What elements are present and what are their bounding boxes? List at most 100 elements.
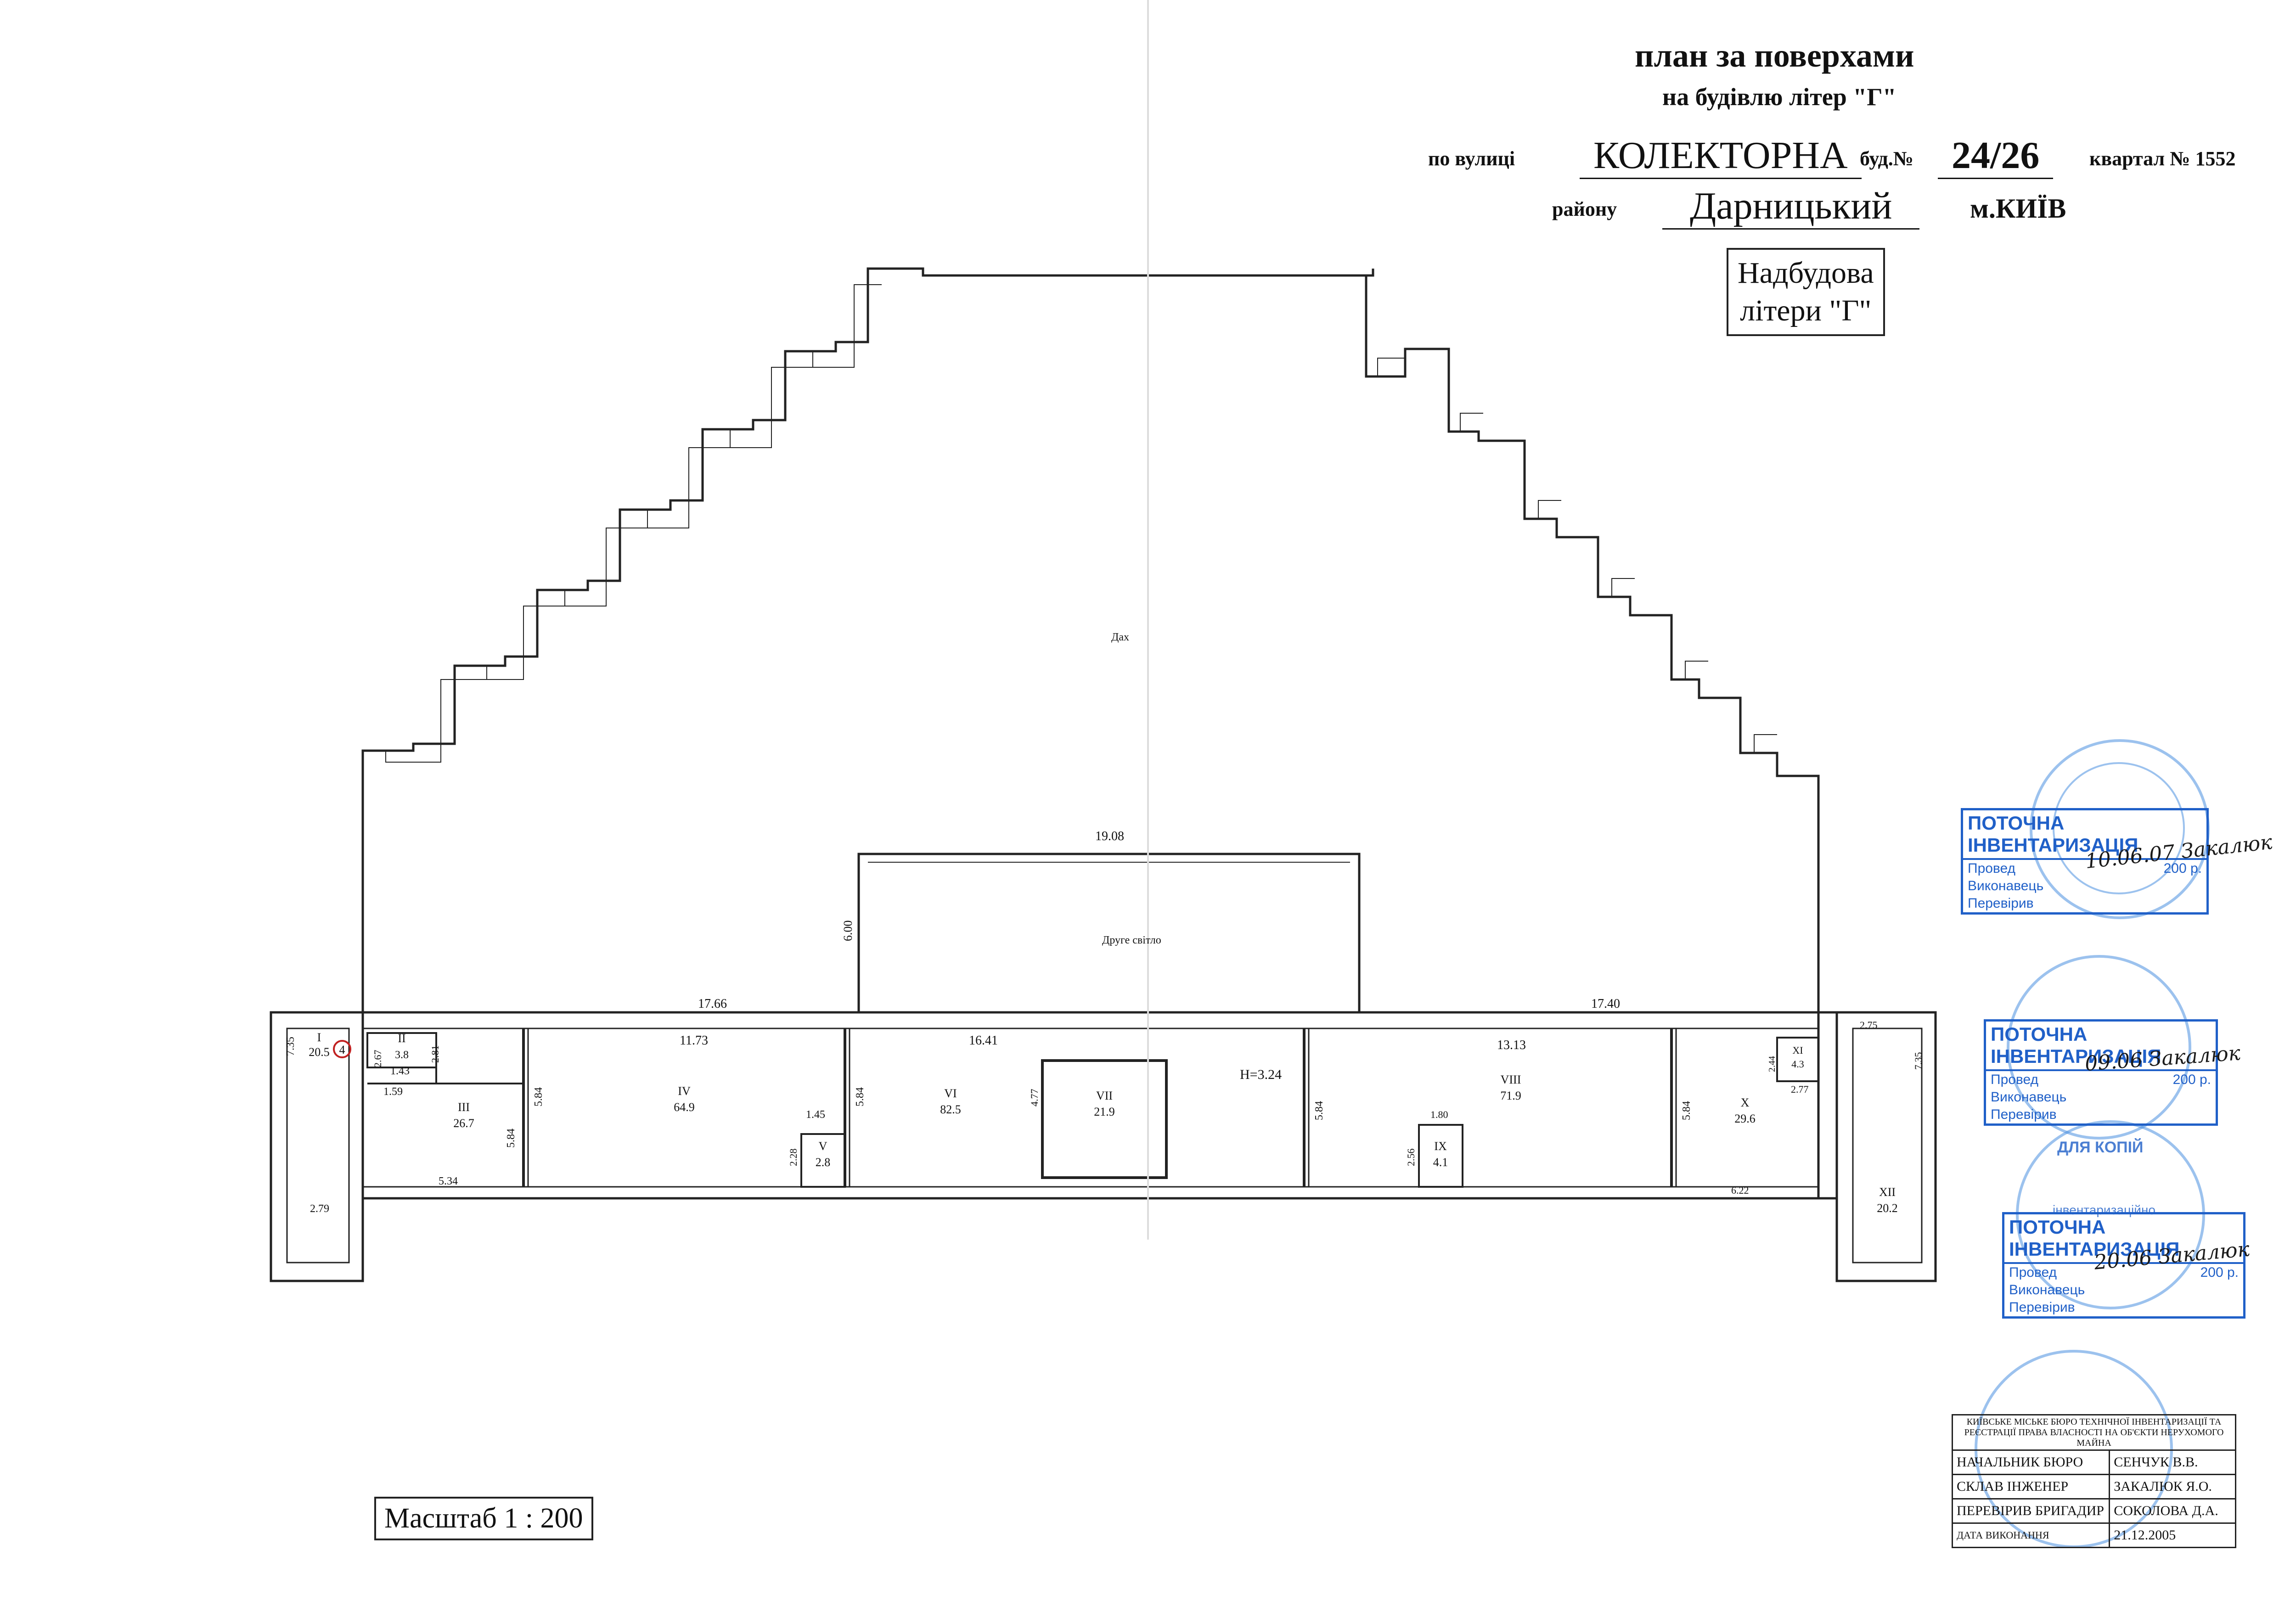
dim-left-long: 17.66 xyxy=(698,997,727,1011)
room-4-num: IV xyxy=(678,1084,691,1098)
stamp-2-line-3: Перевірив xyxy=(1991,1107,2057,1122)
room-11-num: XI xyxy=(1792,1044,1803,1056)
round-stamp-1-inner xyxy=(2053,762,2185,894)
room-4-area: 64.9 xyxy=(674,1101,695,1114)
stamp-2-line-2: Виконавець xyxy=(1991,1089,2067,1105)
room-12-num: XII xyxy=(1879,1185,1896,1199)
round-stamp-inventory-text: інвентаризаційно xyxy=(2053,1203,2155,1217)
round-stamp-3 xyxy=(2016,1120,2205,1309)
room-10-num: X xyxy=(1741,1096,1750,1109)
plan-walls xyxy=(270,267,1937,1282)
inventory-stamp-2: ПОТОЧНА ІНВЕНТАРИЗАЦІЯ Провед 200 р. Вик… xyxy=(1984,1019,2218,1126)
roof-outline-right xyxy=(1365,269,1820,1022)
inventory-stamp-1: ПОТОЧНА ІНВЕНТАРИЗАЦІЯ Провед 200 р. Вик… xyxy=(1961,808,2209,915)
dim-top-center: 19.08 xyxy=(1095,829,1124,843)
room-12-area: 20.2 xyxy=(1877,1202,1898,1215)
room-9-num: IX xyxy=(1434,1140,1447,1153)
signoff-header-row: КИЇВСЬКЕ МІСЬКЕ БЮРО ТЕХНІЧНОЇ ІНВЕНТАРИ… xyxy=(1952,1414,2236,1451)
signoff-row: НАЧАЛЬНИК БЮРО СЕНЧУК В.В. xyxy=(1951,1449,2236,1475)
dim-16-41: 16.41 xyxy=(969,1033,998,1048)
district-value: Дарницький xyxy=(1662,184,1920,230)
dim-5-84-a: 5.84 xyxy=(533,1087,545,1106)
dim-2-56: 2.56 xyxy=(1405,1149,1417,1167)
stamp-3-line-3: Перевірив xyxy=(2009,1300,2075,1315)
note-line-1: Надбудова xyxy=(1738,256,1874,290)
signoff-role: ДАТА ВИКОНАННЯ xyxy=(1951,1522,2110,1548)
dim-2-77: 2.77 xyxy=(1791,1084,1809,1095)
room-10-area: 29.6 xyxy=(1734,1112,1756,1125)
note-line-2: літери "Г" xyxy=(1740,294,1872,327)
dim-2-28: 2.28 xyxy=(788,1149,799,1167)
scale-box: Масштаб 1 : 200 xyxy=(374,1497,593,1540)
dim-5-84-e: 5.84 xyxy=(1681,1101,1693,1120)
dim-5-84-d: 5.84 xyxy=(1313,1101,1325,1120)
stamp-2-line-1: Провед 200 р. xyxy=(1991,1072,2211,1087)
stamp-1-title: ПОТОЧНА ІНВЕНТАРИЗАЦІЯ xyxy=(1963,810,2206,860)
signoff-table: КИЇВСЬКЕ МІСЬКЕ БЮРО ТЕХНІЧНОЇ ІНВЕНТАРИ… xyxy=(1951,1414,2236,1548)
building-value: 24/26 xyxy=(1938,133,2054,179)
stamp-1-line-3: Перевірив xyxy=(1968,896,2034,911)
signoff-name: ЗАКАЛЮК Я.О. xyxy=(2109,1474,2236,1499)
dim-1-80: 1.80 xyxy=(1430,1109,1448,1120)
district-label: району xyxy=(1552,198,1617,220)
room-2-num: II xyxy=(398,1032,405,1045)
roof-outline-left xyxy=(361,267,1374,1022)
dim-1-45: 1.45 xyxy=(806,1109,825,1121)
room-11-area: 4.3 xyxy=(1791,1058,1804,1070)
round-stamp-copies-text: ДЛЯ КОПІЙ xyxy=(2057,1139,2144,1156)
stamp-3-title: ПОТОЧНА ІНВЕНТАРИЗАЦІЯ xyxy=(2004,1214,2243,1264)
signoff-row: ПЕРЕВІРИВ БРИГАДИР СОКОЛОВА Д.А. xyxy=(1951,1498,2236,1524)
room-8-area: 71.9 xyxy=(1500,1089,1521,1102)
signoff-role: ПЕРЕВІРИВ БРИГАДИР xyxy=(1951,1498,2110,1524)
room-vii-outline xyxy=(1041,1059,1168,1179)
building-label: буд.№ xyxy=(1860,147,1914,170)
dim-13-13: 13.13 xyxy=(1497,1038,1526,1052)
signoff-row: СКЛАВ ІНЖЕНЕР ЗАКАЛЮК Я.О. xyxy=(1951,1474,2236,1499)
signoff-row: ДАТА ВИКОНАННЯ 21.12.2005 xyxy=(1951,1522,2236,1548)
city-label: м.КИЇВ xyxy=(1970,193,2066,224)
right-stair-block xyxy=(1835,1011,1937,1282)
superstructure-note: Надбудова літери "Г" xyxy=(1727,248,1885,336)
dim-7-35: 7.35 xyxy=(285,1037,297,1056)
left-stair-block xyxy=(270,1011,364,1282)
roof-label: Дах xyxy=(1111,631,1129,643)
room-1-area: 20.5 xyxy=(309,1045,330,1059)
dim-1-59: 1.59 xyxy=(383,1086,403,1098)
dim-7-35-right: 7.35 xyxy=(1913,1052,1924,1070)
street-value: КОЛЕКТОРНА xyxy=(1580,133,1862,179)
room-8-num: VIII xyxy=(1501,1073,1521,1086)
height-label: H=3.24 xyxy=(1240,1067,1282,1082)
dim-3-8: 3.8 xyxy=(395,1049,409,1061)
room-7-area: 21.9 xyxy=(1094,1105,1115,1118)
stamp-3-line-1: Провед 200 р. xyxy=(2009,1265,2239,1280)
dim-2-67: 2.67 xyxy=(372,1050,383,1068)
room-5-area: 2.8 xyxy=(816,1156,831,1169)
dim-5-84-b: 5.84 xyxy=(505,1129,517,1148)
inventory-stamp-3: ПОТОЧНА ІНВЕНТАРИЗАЦІЯ Провед 200 р. Вик… xyxy=(2002,1212,2245,1319)
signoff-name: СЕНЧУК В.В. xyxy=(2109,1449,2236,1475)
title-line-2: на будівлю літер "Г" xyxy=(1662,83,1896,111)
plan-labels: Дах Друге світло H=3.24 19.08 6.00 17.66… xyxy=(285,631,1924,1215)
room-6-area: 82.5 xyxy=(940,1103,961,1116)
room-1-num: I xyxy=(317,1031,321,1044)
building-body xyxy=(361,1011,1820,1200)
dim-11-73: 11.73 xyxy=(680,1033,708,1048)
dim-6-22: 6.22 xyxy=(1731,1185,1749,1196)
stamp-1-line-2: Виконавець xyxy=(1968,878,2044,893)
room-9-area: 4.1 xyxy=(1433,1156,1448,1169)
dim-5-34: 5.34 xyxy=(439,1175,458,1187)
dim-second-light-height: 6.00 xyxy=(841,921,855,942)
room-3-area: 26.7 xyxy=(453,1117,474,1130)
room-labels: I 20.5 II III 26.7 IV 64.9 V 2.8 VI 82.5… xyxy=(309,1031,1898,1215)
second-light-outline xyxy=(857,853,1361,1014)
room-7-num: VII xyxy=(1096,1089,1113,1102)
signoff-name: 21.12.2005 xyxy=(2109,1522,2236,1548)
stamp-1-line-1: Провед 200 р. xyxy=(1968,861,2202,876)
room-5-num: V xyxy=(819,1140,827,1153)
dim-2-79: 2.79 xyxy=(310,1203,329,1215)
dim-right-long: 17.40 xyxy=(1591,997,1620,1011)
dim-2-81: 2.81 xyxy=(429,1045,441,1063)
room-3-num: III xyxy=(458,1101,470,1114)
signoff-role: СКЛАВ ІНЖЕНЕР xyxy=(1951,1474,2110,1499)
